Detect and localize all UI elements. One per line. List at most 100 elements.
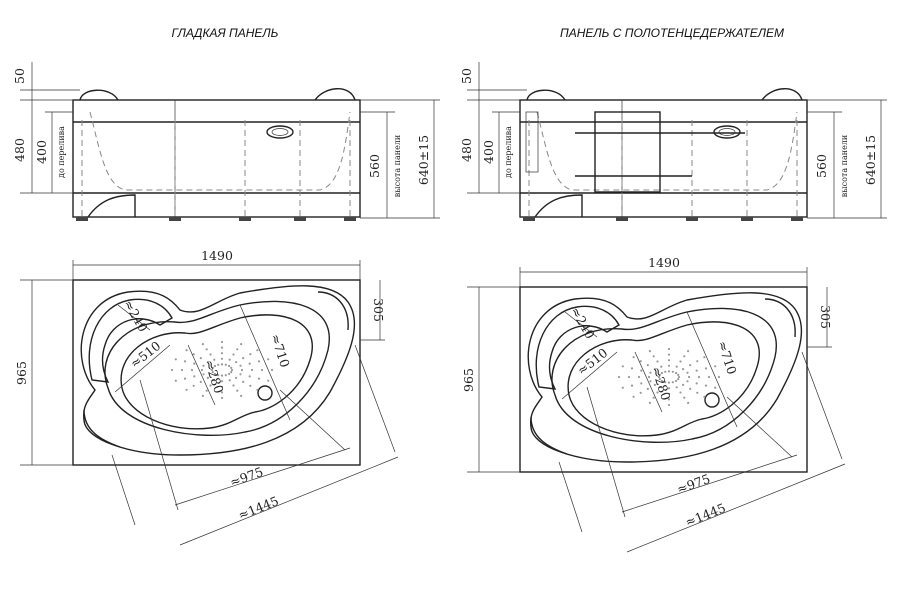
ext-line <box>586 386 626 518</box>
jet-dot <box>235 361 238 364</box>
dim-line-inner-width <box>561 351 618 400</box>
dim-width: 965 <box>14 361 29 385</box>
jet-dot <box>201 394 204 397</box>
jet-dot <box>696 391 699 394</box>
jet-dot <box>183 377 187 380</box>
ext-line <box>111 454 136 526</box>
dim-bottom: ≈280 <box>202 358 227 395</box>
jet-dot <box>696 360 699 363</box>
jet-dot <box>679 360 682 363</box>
jet-dot <box>190 368 194 372</box>
dim-inner-length: ≈975 <box>228 464 265 490</box>
jet-dot <box>707 375 711 379</box>
ext-line <box>801 351 843 460</box>
jet-dot <box>639 360 642 363</box>
dim-basin: ≈710 <box>715 339 740 376</box>
tub-inner-rim <box>104 300 331 437</box>
jet-dots <box>170 340 274 400</box>
jet-dot <box>217 363 220 366</box>
dim-corner: 305 <box>818 305 833 329</box>
jet-dot <box>660 371 663 375</box>
headrest-bottom-left <box>83 409 121 448</box>
jet-dot <box>270 368 274 372</box>
ext-line <box>139 379 179 511</box>
jet-dot <box>228 372 231 376</box>
jet-dot <box>675 371 678 375</box>
dim-line-inner-length <box>621 454 798 513</box>
jet-dot <box>667 370 671 373</box>
jet-dot <box>199 380 202 383</box>
jet-dot <box>686 371 689 374</box>
dim-line-inner-length <box>174 447 351 506</box>
jet-dot <box>211 371 214 374</box>
jet-dot <box>632 395 635 398</box>
ext-line <box>558 461 583 533</box>
overflow-label: до перелива <box>57 126 66 178</box>
dim-line-seat <box>117 304 151 331</box>
jet-dot <box>649 371 652 374</box>
jet-dot <box>239 373 242 376</box>
dim-inner-length: ≈975 <box>675 471 712 497</box>
jet-dot <box>235 376 238 379</box>
leg-foot <box>76 217 88 221</box>
jet-dot <box>242 357 245 360</box>
leg-foot <box>523 217 535 221</box>
jet-dot <box>704 384 708 387</box>
headrest-right <box>764 298 796 338</box>
panel-title: ГЛАДКАЯ ПАНЕЛЬ <box>172 26 279 40</box>
panel-height-label: высота панели <box>840 135 849 198</box>
dim-line-diagonal <box>179 456 399 546</box>
dim-corner: 305 <box>371 298 386 322</box>
seat-headrest <box>535 305 620 390</box>
jet-dot <box>213 379 216 382</box>
jet-dot <box>687 375 691 379</box>
jet-dot <box>230 371 233 374</box>
dim-length: 1490 <box>201 248 233 263</box>
jet-dot <box>202 373 205 376</box>
jet-dot <box>704 367 708 370</box>
jet-dot <box>639 391 642 394</box>
dim-top: 50 <box>12 68 27 84</box>
headrest-left <box>79 89 119 101</box>
dim-height: 480 <box>12 138 27 162</box>
dim-line-basin <box>239 304 291 421</box>
dim-length: 1490 <box>648 255 680 270</box>
panel-cutout <box>87 194 136 218</box>
overflow-icon <box>266 125 294 139</box>
jet-dot <box>621 386 624 389</box>
leg-foot <box>294 217 306 221</box>
jet-dot <box>220 346 224 349</box>
jet-dot <box>260 368 264 372</box>
jet-dot <box>675 379 678 383</box>
jet-dot <box>256 388 259 391</box>
tub-body <box>72 99 361 218</box>
jet-dot <box>213 358 216 361</box>
dim-line-seat <box>564 311 598 338</box>
jet-dot <box>220 391 224 394</box>
jet-dot <box>239 364 242 367</box>
jet-dot <box>689 387 692 390</box>
jet-dot <box>174 358 177 361</box>
dim-basin: ≈710 <box>268 332 293 369</box>
ext-line <box>279 389 346 451</box>
jet-dot <box>686 380 689 383</box>
jet-dot <box>257 360 261 363</box>
jet-dot <box>667 364 671 367</box>
jet-dot <box>232 384 235 387</box>
jet-dot <box>232 353 235 356</box>
drain-icon <box>257 385 273 401</box>
ext-line <box>354 344 396 453</box>
jet-dot <box>667 381 671 384</box>
basin <box>120 314 313 430</box>
jet-dot <box>220 374 224 377</box>
jet-dot <box>228 364 231 368</box>
jet-dot <box>677 378 680 381</box>
jet-dot <box>697 375 701 379</box>
jet-dot <box>617 375 621 379</box>
jet-dot <box>675 365 678 368</box>
